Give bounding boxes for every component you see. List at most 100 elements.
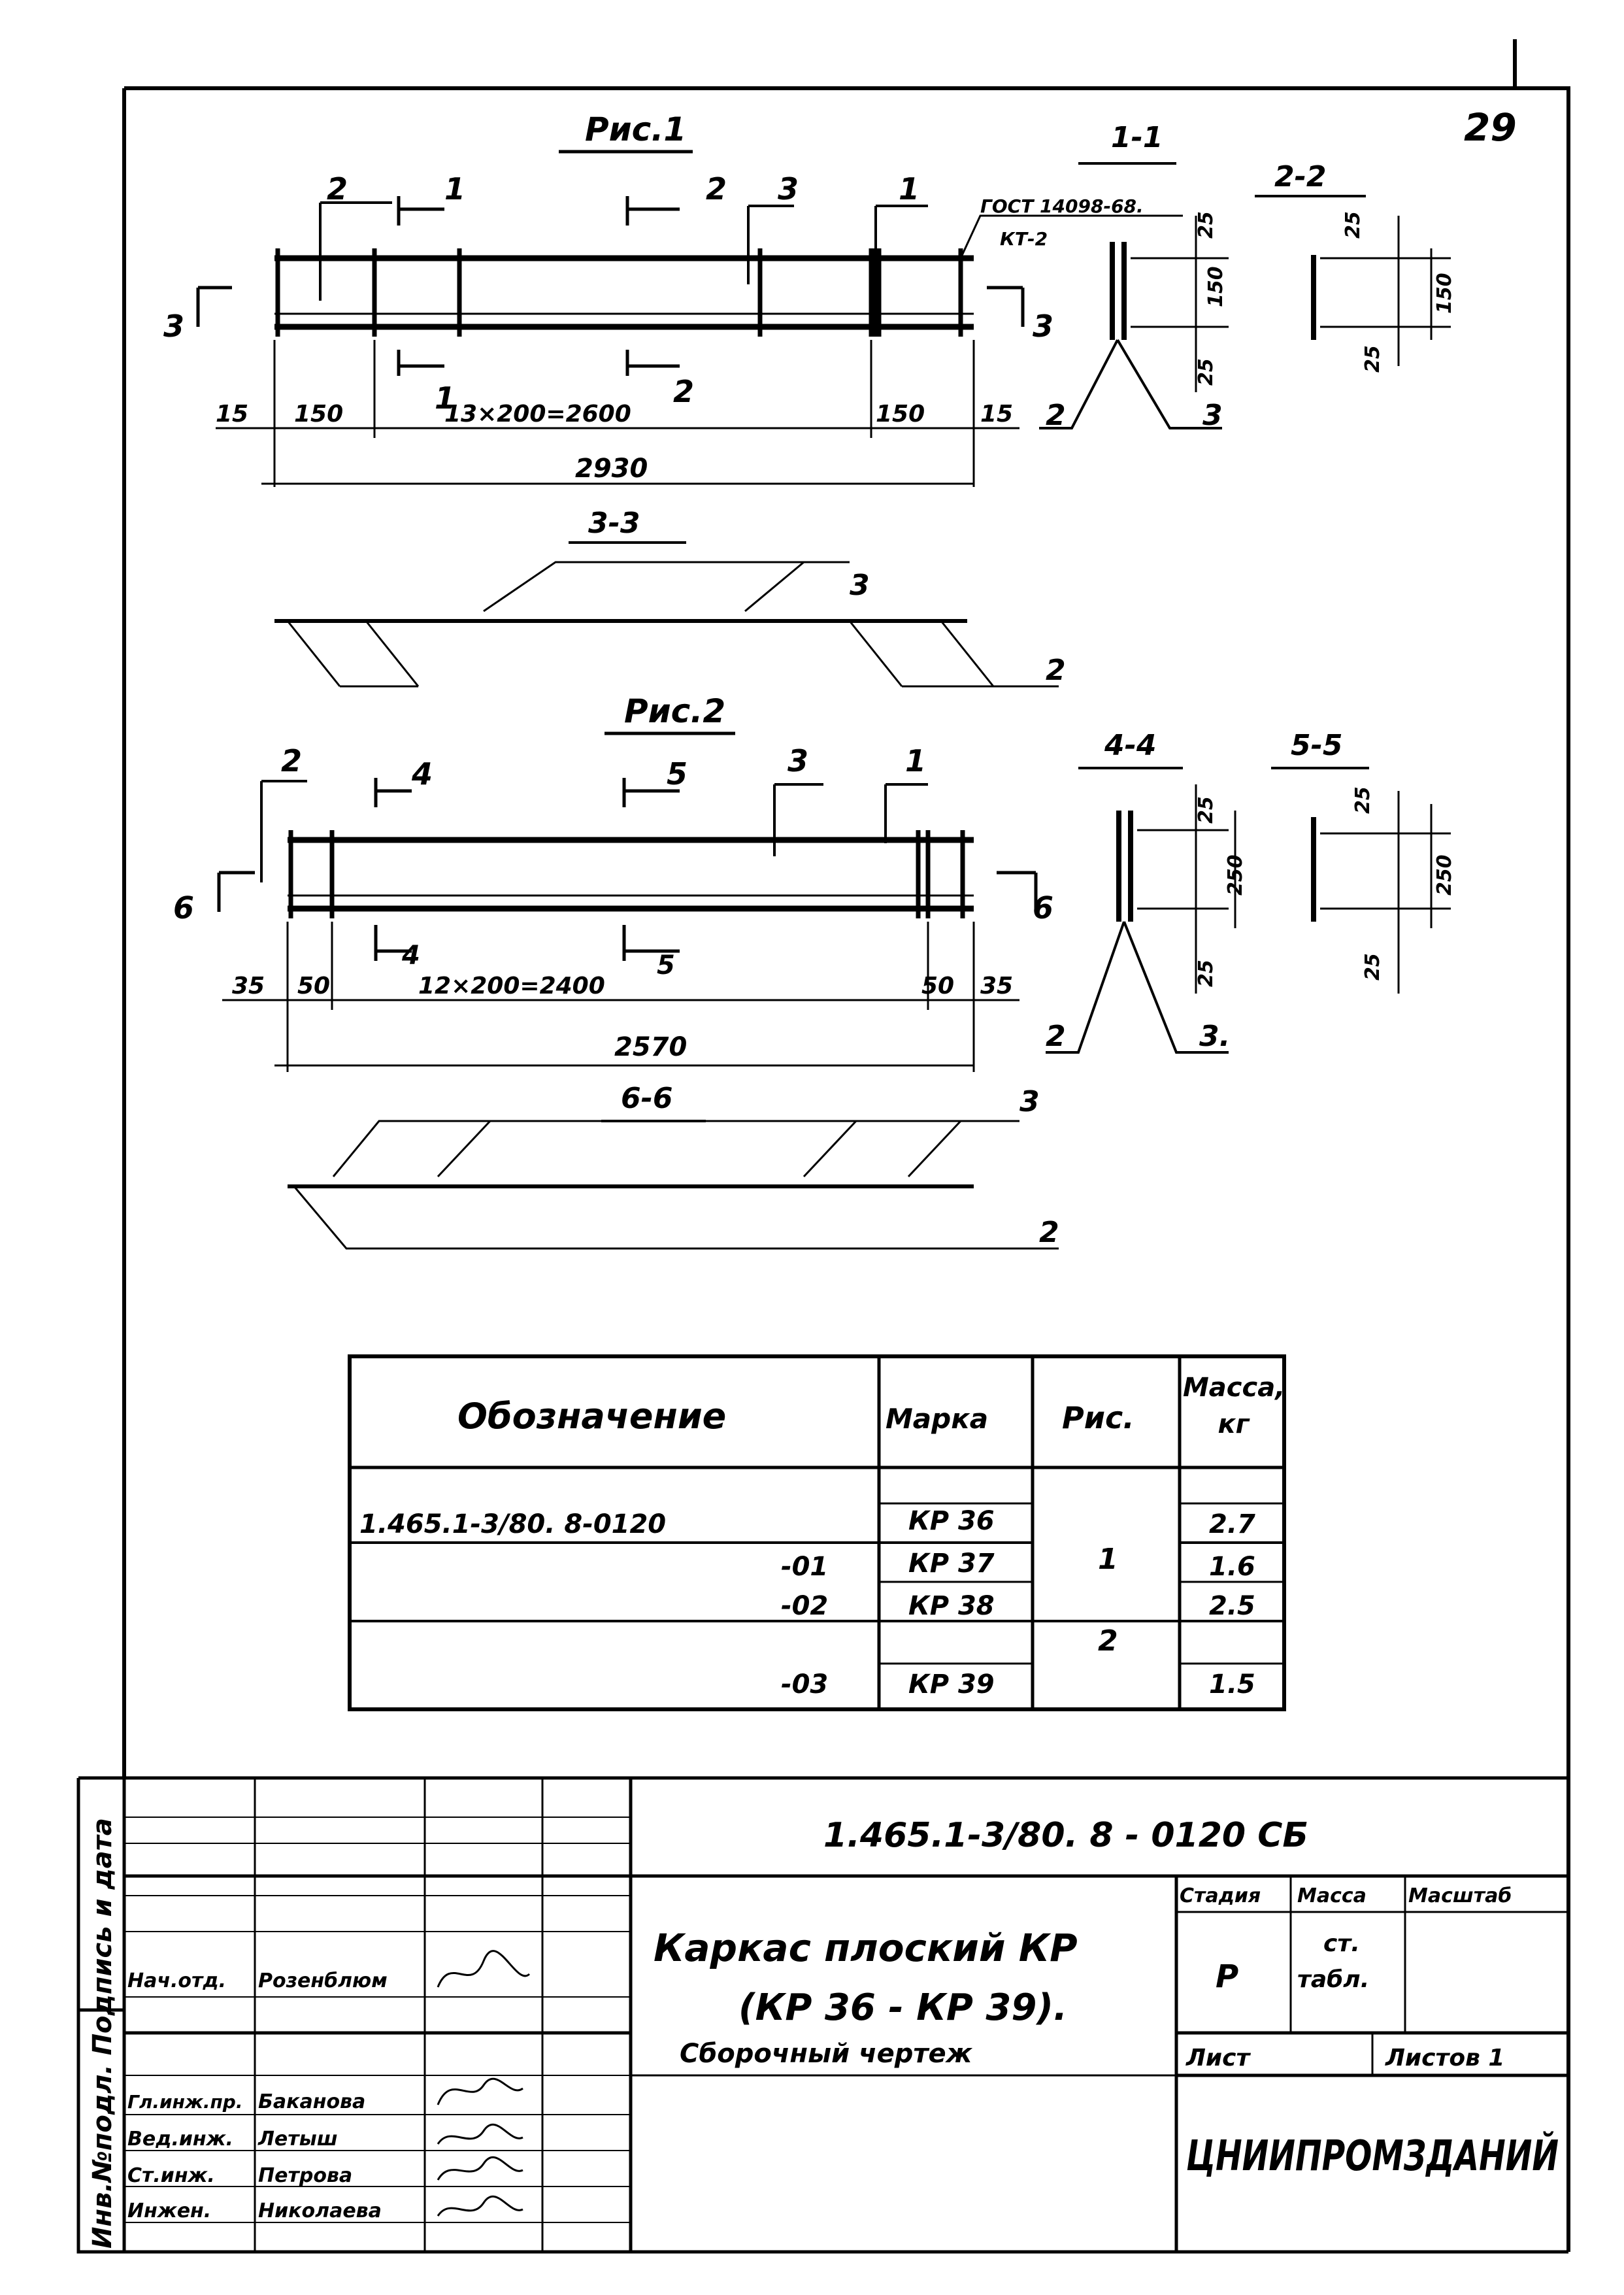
tb-mass-1: ст. — [1323, 1930, 1360, 1957]
tb-role-2: Вед.инж. — [127, 2128, 233, 2151]
table-header-designation: Обозначение — [457, 1396, 726, 1437]
section-1-1: 1-1 25 150 25 2 3 — [1039, 121, 1229, 432]
fig1-title: Рис.1 — [585, 110, 686, 148]
sec33-title: 3-3 — [588, 507, 640, 540]
section-3-3: 3-3 3 2 — [274, 507, 1066, 688]
fig1-mark-3a: 3 — [163, 309, 184, 344]
fig2-dim-1: 50 — [297, 973, 330, 999]
fig2-mark-6b: 6 — [1033, 890, 1053, 926]
tb-name-3: Петрова — [258, 2164, 352, 2187]
tb-stage-header: Стадия — [1180, 1885, 1261, 1907]
fig1-mark-1b: 1 — [435, 380, 456, 416]
tb-role-4: Инжен. — [127, 2200, 211, 2222]
signature-scribbles — [437, 1950, 531, 2217]
fig2-mark-5a: 5 — [667, 756, 688, 792]
table-header-mark: Марка — [886, 1403, 988, 1435]
table-row-0-mark: КР 36 — [908, 1506, 995, 1536]
fig1-leader-2: 2 — [327, 171, 348, 207]
sec11-bar-3: 3 — [1202, 399, 1223, 432]
sec22-title: 2-2 — [1274, 160, 1327, 193]
table-row-3-mass: 1.5 — [1209, 1669, 1255, 1700]
tb-sheets-label: Листов 1 — [1385, 2045, 1504, 2071]
tb-mass-header: Масса — [1297, 1885, 1367, 1907]
sec44-title: 4-4 — [1104, 729, 1157, 762]
table-row-1-designation: -01 — [781, 1552, 828, 1582]
sec33-bar-3: 3 — [850, 569, 870, 602]
sec44-bar-3: 3. — [1199, 1020, 1230, 1053]
sec66-bar-2: 2 — [1039, 1216, 1059, 1249]
section-2-2: 2-2 25 150 25 — [1255, 160, 1456, 373]
sec44-dim-0: 25 — [1195, 796, 1218, 824]
fig1-gost: ГОСТ 14098-68. — [980, 195, 1144, 217]
fig2-view: Рис.2 4 5 4 5 6 6 2 3 1 35 50 12×200=240… — [173, 692, 1053, 1072]
sec22-dim-0: 25 — [1342, 211, 1365, 239]
table-header-mass-wrap: Масса, кг — [1183, 1373, 1284, 1439]
table-row-2-mark: КР 38 — [908, 1591, 995, 1621]
tb-org: ЦНИИПРОМЗДАНИЙ — [1186, 2131, 1559, 2181]
table-row-0-designation: 1.465.1-3/80. 8-0120 — [359, 1509, 666, 1539]
spec-table: Обозначение Марка Рис. Масса, кг 1.465.1… — [348, 1354, 1286, 1711]
tb-doc-code: 1.465.1-3/80. 8 - 0120 СБ — [823, 1816, 1308, 1855]
sec66-bar-3: 3 — [1019, 1085, 1040, 1118]
fig1-dim-3: 150 — [876, 401, 925, 427]
table-row-0-mass: 2.7 — [1209, 1509, 1255, 1539]
fig2-mark-4a: 4 — [411, 756, 433, 792]
fig2-dim-3: 50 — [921, 973, 954, 999]
fig2-leader-1: 1 — [905, 743, 926, 779]
sec11-title: 1-1 — [1111, 121, 1163, 154]
tb-name-line1: Каркас плоский КР — [654, 1926, 1078, 1970]
sec55-title: 5-5 — [1291, 729, 1343, 762]
table-row-2-fig: 2 — [1098, 1624, 1118, 1658]
table-row-1-mark: КР 37 — [908, 1549, 995, 1579]
sec22-dim-2: 25 — [1361, 345, 1384, 373]
tb-name-4: Николаева — [258, 2200, 382, 2222]
fig2-dim-4: 35 — [980, 973, 1013, 999]
fig1-mark-2b: 2 — [673, 374, 694, 409]
sec55-dim-2: 25 — [1361, 953, 1384, 980]
sec55-dim-1: 250 — [1433, 854, 1456, 896]
sec11-dim-0: 25 — [1195, 211, 1218, 239]
section-6-6: 6-6 3 2 — [288, 1082, 1059, 1250]
sheet-frame — [76, 39, 1570, 2254]
table-header-fig: Рис. — [1062, 1400, 1135, 1435]
tb-stage: Р — [1216, 1958, 1238, 1995]
fig1-dim-2: 13×200=2600 — [444, 401, 631, 427]
tb-name-line2: (КР 36 - КР 39). — [738, 1986, 1067, 2029]
sec55-dim-0: 25 — [1351, 786, 1374, 814]
fig2-mark-6a: 6 — [173, 890, 194, 926]
sec11-bar-2: 2 — [1046, 399, 1066, 432]
sec66-title: 6-6 — [621, 1082, 673, 1115]
sec22-dim-1: 150 — [1433, 273, 1456, 314]
table-row-0-fig: 1 — [1098, 1543, 1118, 1576]
fig2-leader-3: 3 — [787, 743, 808, 779]
fig1-leader-3: 3 — [778, 171, 799, 207]
fig2-total: 2570 — [614, 1032, 687, 1062]
sec11-dim-1: 150 — [1204, 266, 1227, 307]
fig1-mark-1a: 1 — [444, 171, 465, 207]
fig2-dim-0: 35 — [232, 973, 265, 999]
tb-name-1: Баканова — [258, 2090, 365, 2113]
tb-name-2: Летыш — [257, 2128, 338, 2151]
fig1-total: 2930 — [575, 454, 648, 484]
sec11-dim-2: 25 — [1195, 358, 1218, 386]
fig1-view: Рис.1 1 2 1 2 3 3 2 3 1 ГОСТ 14098-68. К… — [163, 110, 1183, 487]
sheet-number: 29 — [1464, 105, 1517, 150]
fig1-dim-1: 150 — [294, 401, 343, 427]
tb-sheet-label: Лист — [1185, 2045, 1251, 2071]
table-row-2-designation: -02 — [781, 1591, 828, 1621]
fig1-dim-4: 15 — [980, 401, 1013, 427]
table-row-3-designation: -03 — [781, 1669, 828, 1700]
fig1-leader-1: 1 — [899, 171, 920, 207]
tb-mass-2: табл. — [1297, 1966, 1369, 1993]
fig1-mark-2a: 2 — [706, 171, 727, 207]
sec33-bar-2: 2 — [1046, 654, 1066, 687]
fig1-gost2: КТ-2 — [1000, 228, 1048, 250]
section-5-5: 5-5 25 250 25 — [1271, 729, 1456, 994]
fig2-title: Рис.2 — [624, 692, 725, 730]
tb-scale-header: Масштаб — [1408, 1885, 1512, 1907]
fig2-mark-4b: 4 — [401, 941, 420, 971]
tb-role-0: Нач.отд. — [127, 1969, 226, 1992]
fig2-mark-5b: 5 — [657, 950, 675, 980]
tb-role-1: Гл.инж.пр. — [127, 2091, 242, 2113]
